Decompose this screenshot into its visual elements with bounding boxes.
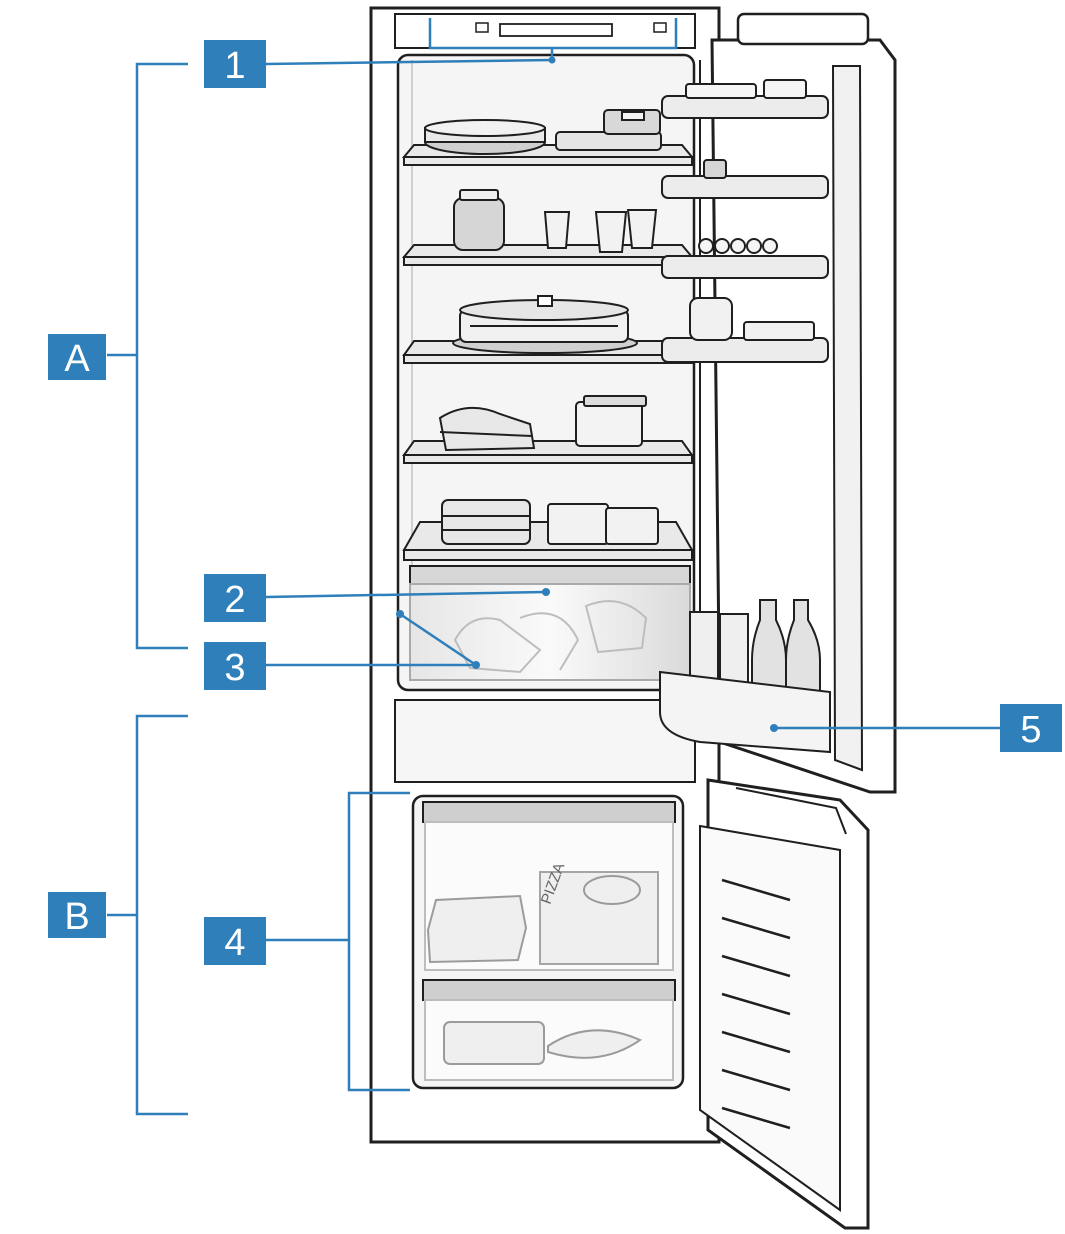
- leader-dots: [396, 56, 778, 732]
- callout-5-label: 5: [1020, 709, 1041, 751]
- bottle-rack: [659, 599, 831, 754]
- shelf-contents: [424, 109, 662, 545]
- callout-2-label: 2: [224, 579, 245, 621]
- freezer-door-vents: [721, 878, 791, 1130]
- callout-A-label: A: [64, 338, 90, 380]
- fridge-door: [699, 12, 897, 794]
- callout-4: 4: [204, 917, 266, 965]
- door-bins: [661, 79, 829, 363]
- callout-3-label: 3: [224, 647, 245, 689]
- freezer-door: [699, 778, 870, 1230]
- callout-A: A: [48, 334, 106, 380]
- interior-light-panel: [394, 13, 696, 49]
- callout-1: 1: [204, 40, 266, 88]
- callout-5: 5: [1000, 704, 1062, 752]
- callout-3: 3: [204, 642, 266, 690]
- freezer-drawer-lower: [422, 979, 676, 1081]
- callout-1-label: 1: [224, 45, 245, 87]
- callout-B: B: [48, 892, 106, 938]
- callout-4-label: 4: [224, 922, 245, 964]
- leader-lines: [107, 18, 1000, 1116]
- callout-2: 2: [204, 574, 266, 622]
- vegetable-drawer: [409, 565, 691, 681]
- callout-B-label: B: [64, 896, 89, 938]
- freezer-drawer-upper: PIZZA: [422, 801, 676, 971]
